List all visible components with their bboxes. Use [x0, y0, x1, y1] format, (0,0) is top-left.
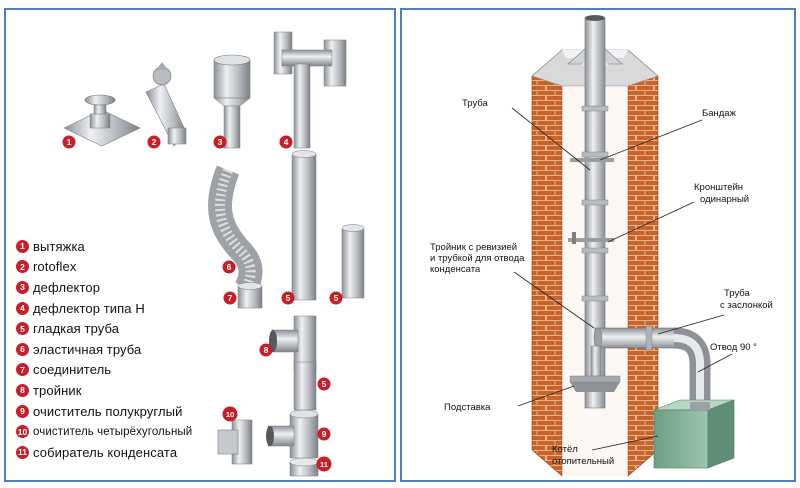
- legend-number: 5: [16, 322, 29, 336]
- svg-text:7: 7: [228, 293, 233, 303]
- part-markers: 1 2 3 4 6 7 5 5 8 5 10 9 11: [62, 135, 343, 472]
- marker-9: 9: [317, 427, 331, 441]
- boiler: [653, 399, 735, 469]
- legend-number: 10: [16, 425, 29, 439]
- label-tee-2: и трубкой для отвода: [430, 253, 525, 264]
- legend-label: очиститель полукруглый: [33, 403, 183, 419]
- label-damper: Труба: [724, 288, 751, 299]
- legend-label: вытяжка: [33, 238, 85, 254]
- label-elbow: Отвод 90 °: [710, 342, 757, 353]
- marker-6: 6: [222, 260, 236, 274]
- legend-item: 9 очиститель полукруглый: [16, 401, 192, 422]
- label-tee-3: конденсата: [430, 264, 481, 275]
- marker-11: 11: [316, 456, 332, 472]
- label-pipe: Труба: [462, 98, 489, 109]
- marker-2: 2: [147, 135, 161, 149]
- label-stand: Подставка: [444, 402, 491, 413]
- legend-item: 8 тройник: [16, 380, 192, 401]
- svg-text:4: 4: [284, 137, 289, 147]
- marker-4: 4: [279, 135, 293, 149]
- chimney-diagram-panel: Труба Бандаж Кронштейн одинарный Тройник…: [400, 8, 796, 482]
- legend-label: rotoflex: [33, 259, 77, 275]
- part-7-connector: [237, 282, 263, 309]
- svg-text:10: 10: [226, 410, 234, 419]
- part-2-rotoflex: [145, 62, 187, 147]
- chimney-diagram: Труба Бандаж Кронштейн одинарный Тройник…: [430, 15, 773, 477]
- legend-number: 4: [16, 301, 29, 315]
- legend-item: 5 гладкая труба: [16, 318, 192, 339]
- legend-item: 3 дефлектор: [16, 277, 192, 298]
- legend-label: гладкая труба: [33, 321, 120, 337]
- legend-label: тройник: [33, 382, 82, 398]
- legend-label: собиратель конденсата: [33, 444, 178, 460]
- part-4-h-deflector: [273, 31, 347, 149]
- part-3-deflector: [213, 54, 251, 149]
- band-and-bracket: [568, 158, 614, 244]
- legend-number: 11: [16, 445, 29, 459]
- legend-number: 7: [16, 363, 29, 377]
- legend-item: 11 собиратель конденсата: [16, 442, 192, 463]
- legend-item: 7 соединитель: [16, 360, 192, 381]
- legend-number: 8: [16, 383, 29, 397]
- label-bracket-2: одинарный: [700, 194, 749, 205]
- part-5-straight-pipe-long: [291, 150, 317, 301]
- label-boiler-2: отопительный: [552, 456, 614, 467]
- legend-label: соединитель: [33, 362, 112, 378]
- marker-5a: 5: [281, 291, 295, 305]
- legend-item: 10 очиститель четырёхугольный: [16, 421, 192, 442]
- svg-text:5: 5: [334, 293, 339, 303]
- marker-3: 3: [213, 135, 227, 149]
- marker-5b: 5: [329, 291, 343, 305]
- part-1-exhaust-hood: [63, 94, 141, 147]
- svg-text:6: 6: [227, 262, 232, 272]
- svg-text:9: 9: [322, 429, 327, 439]
- leader-lines: [511, 107, 733, 451]
- label-band: Бандаж: [702, 108, 737, 119]
- svg-text:5: 5: [286, 293, 291, 303]
- svg-text:5: 5: [322, 379, 327, 389]
- support-stand: [569, 375, 621, 392]
- legend-label: очиститель четырёхугольный: [33, 425, 193, 438]
- legend-number: 6: [16, 342, 29, 356]
- components-panel: 1 2 3 4 6 7 5 5 8 5 10 9 11 1 вытяжка 2 ro…: [4, 8, 396, 482]
- marker-10: 10: [222, 406, 238, 422]
- marker-1: 1: [62, 135, 76, 149]
- legend-label: дефлектор: [33, 279, 101, 295]
- marker-5c: 5: [317, 377, 331, 391]
- legend-label: дефлектор типа Н: [33, 300, 145, 316]
- legend-item: 2 rotoflex: [16, 257, 192, 278]
- components-illustration: 1 2 3 4 6 7 5 5 8 5 10 9 11: [62, 31, 365, 477]
- part-9-round-cleanout: [266, 409, 319, 459]
- legend-number: 2: [16, 260, 29, 274]
- svg-text:1: 1: [67, 137, 72, 147]
- svg-text:8: 8: [264, 345, 269, 355]
- legend-label: эластичная труба: [33, 341, 142, 357]
- flue-pipe: [581, 15, 609, 409]
- label-tee: Тройник с ревизией: [430, 242, 517, 253]
- legend-item: 6 эластичная труба: [16, 339, 192, 360]
- marker-7: 7: [223, 291, 237, 305]
- legend-item: 1 вытяжка: [16, 236, 192, 257]
- svg-text:11: 11: [320, 460, 328, 469]
- part-6-flexible-pipe: [208, 165, 263, 294]
- tee-and-damper-pipe: [590, 325, 682, 377]
- legend-item: 4 дефлектор типа Н: [16, 298, 192, 319]
- elbow-90: [673, 327, 711, 406]
- components-legend: 1 вытяжка 2 rotoflex 3 дефлектор 4 дефлектор…: [16, 236, 192, 463]
- diagram-labels: Труба Бандаж Кронштейн одинарный Тройник…: [430, 98, 773, 467]
- legend-number: 1: [16, 239, 29, 253]
- legend-number: 9: [16, 404, 29, 418]
- part-11-condensate-collector: [289, 457, 319, 477]
- part-5-straight-pipe-mid: [293, 361, 317, 411]
- label-damper-2: с заслонкой: [720, 300, 773, 311]
- part-8-tee: [269, 315, 317, 373]
- label-bracket: Кронштейн: [694, 182, 743, 193]
- label-boiler: Котёл: [552, 444, 578, 455]
- marker-8: 8: [259, 343, 273, 357]
- svg-text:2: 2: [152, 137, 157, 147]
- part-10-square-cleanout: [217, 419, 253, 465]
- svg-text:3: 3: [218, 137, 223, 147]
- legend-number: 3: [16, 280, 29, 294]
- part-5-straight-pipe-short: [341, 224, 365, 299]
